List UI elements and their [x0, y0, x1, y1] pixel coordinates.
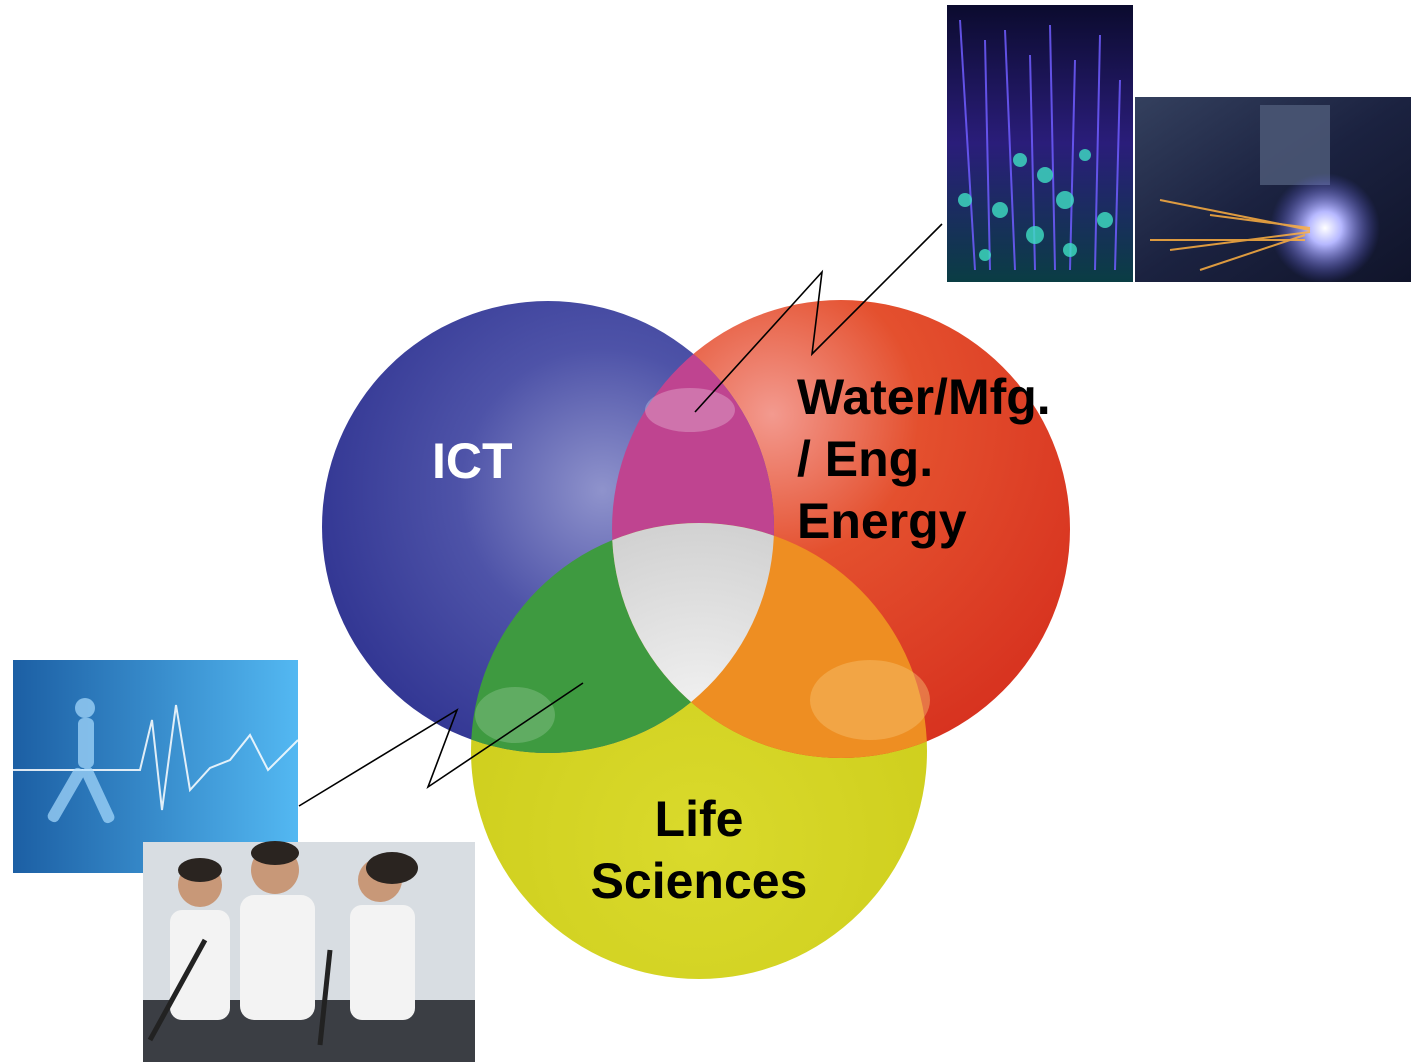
- label-water-line-3: Energy: [797, 493, 967, 549]
- label-life-line-1: Life: [654, 791, 744, 847]
- label-ict-line-1: ICT: [432, 433, 513, 489]
- label-water-mfg-energy: Water/Mfg. / Eng. Energy: [797, 366, 1051, 552]
- label-ict: ICT: [432, 430, 513, 492]
- connector-line-bottom: [298, 682, 584, 807]
- connector-line-top: [694, 223, 943, 413]
- treadmill-people-photo: [143, 841, 475, 1062]
- xray-runner-photo: [13, 660, 299, 873]
- label-water-line-2: / Eng.: [797, 431, 934, 487]
- label-water-line-1: Water/Mfg.: [797, 369, 1051, 425]
- fiber-optics-photo: [947, 5, 1133, 282]
- label-life-sciences: Life Sciences: [583, 788, 815, 912]
- label-life-line-2: Sciences: [590, 853, 808, 909]
- laser-cutting-photo: [1135, 97, 1411, 283]
